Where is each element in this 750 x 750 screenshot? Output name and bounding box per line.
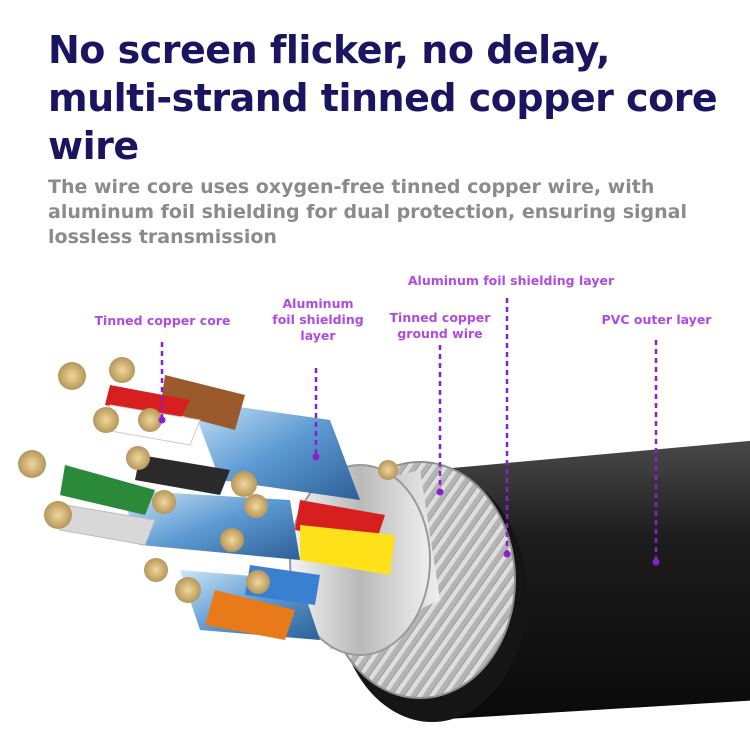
subheadline: The wire core uses oxygen-free tinned co… [48, 176, 687, 248]
callout-pvc-outer: PVC outer layer [601, 312, 712, 327]
copper-strand-ends [18, 357, 398, 603]
callout-aluminum-foil-inner: Aluminum foil shielding layer [272, 296, 364, 343]
callout-aluminum-foil-outer: Aluminum foil shielding layer [407, 273, 615, 288]
callout-tinned-copper-ground: Tinned copper ground wire [389, 310, 491, 341]
headline: No screen flicker, no delay, multi-stran… [48, 28, 718, 168]
callout-tinned-copper-core: Tinned copper core [94, 313, 231, 328]
leader-lines [158, 298, 660, 566]
